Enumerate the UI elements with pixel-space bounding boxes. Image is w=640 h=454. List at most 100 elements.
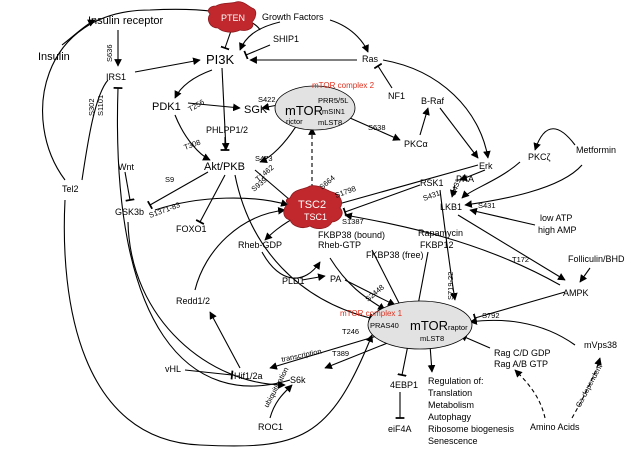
node-phlpp: PHLPP1/2 xyxy=(206,125,248,135)
edge-erk-tsc2 xyxy=(332,164,479,210)
edge-mtorc2-pkca xyxy=(349,117,401,141)
edge-roc1-s6k xyxy=(269,384,293,419)
mtorc2-msin1: mSIN1 xyxy=(322,107,345,116)
site-s1798: S1798 xyxy=(334,184,357,200)
node-rsk1: RSK1 xyxy=(420,178,444,188)
pten-blob xyxy=(208,1,257,33)
node-roc1: ROC1 xyxy=(258,422,283,432)
edge-akt-gsk3b xyxy=(147,171,209,210)
node-wnt: Wnt xyxy=(118,162,135,172)
site-t172: T172 xyxy=(512,255,529,264)
site-t308: T308 xyxy=(183,138,202,152)
node-low-atp: low ATP xyxy=(540,213,572,223)
mtorc1-ellipse xyxy=(367,300,473,350)
edge-mtorc1-s6k xyxy=(324,339,396,370)
edge-ras-erk xyxy=(382,59,491,159)
edge-lowatp-lkb1 xyxy=(469,207,536,226)
node-insulin-receptor: Insulin receptor xyxy=(88,15,164,27)
edge-gsk3b-tsc2 xyxy=(154,197,289,211)
mtorc2-ellipse xyxy=(274,85,356,131)
node-labels: Insulin Insulin receptor IRS1 PTEN Growt… xyxy=(38,12,625,434)
annotation-ca-dependent: Ca-dependent xyxy=(574,362,605,409)
node-rheb-gtp: Rheb-GTP xyxy=(318,240,361,250)
regulation-item: Metabolism xyxy=(428,400,474,410)
mtorc1-core: mTOR xyxy=(410,318,448,333)
node-tsc2: TSC2 xyxy=(298,199,326,211)
edge-pi3k-akt xyxy=(221,67,230,151)
edge-s6k-irs1 xyxy=(113,86,291,387)
mtorc1-mlst8: mLST8 xyxy=(420,334,444,343)
edge-pld1-pa xyxy=(301,273,326,281)
node-s6k: S6k xyxy=(290,375,306,385)
site-s1101: S1101 xyxy=(96,95,105,116)
edge-mtorc1-regulation xyxy=(427,344,436,373)
regulation-item: Ribosome biogenesis xyxy=(428,424,515,434)
mtorc2-labels: mTOR complex 2 mTOR PRR5/5L mSIN1 rictor… xyxy=(285,81,375,127)
edge-aa-mvps38 xyxy=(571,357,602,419)
edge-metformin-pkcz xyxy=(533,128,576,151)
edge-rsk1-raptor xyxy=(439,189,458,301)
site-s473: S473 xyxy=(255,154,273,163)
node-tel2: Tel2 xyxy=(62,184,79,194)
regulation-heading: Regulation of: xyxy=(428,376,484,386)
node-pten: PTEN xyxy=(221,13,245,23)
edge-metformin-lkb1 xyxy=(464,164,583,208)
node-fkbp38-bound: FKBP38 (bound) xyxy=(318,230,385,240)
edge-pkca-braf xyxy=(419,107,430,136)
mtorc1-title: mTOR complex 1 xyxy=(340,309,403,318)
edge-rheb-cycle xyxy=(261,251,321,279)
node-ras: Ras xyxy=(362,54,379,64)
tsc-blob xyxy=(283,185,343,230)
site-s9: S9 xyxy=(165,175,174,184)
node-fkbp12: FKBP12 xyxy=(420,240,454,250)
edge-erk-rsk1 xyxy=(459,169,486,182)
regulation-item: Senescence xyxy=(428,436,478,446)
node-redd: Redd1/2 xyxy=(176,296,210,306)
node-mvps38: mVps38 xyxy=(584,340,617,350)
node-rag-ab: Rag A/B GTP xyxy=(494,359,548,369)
node-pld1: PLD1 xyxy=(282,276,305,286)
edge-ampk-raptor xyxy=(472,291,566,323)
edge-akt-pras40 xyxy=(234,174,372,323)
edge-pdk1-sgk xyxy=(187,102,241,112)
node-ship1: SHIP1 xyxy=(273,34,299,44)
node-rheb-gdp: Rheb-GDP xyxy=(238,240,282,250)
edge-wnt-gsk3b xyxy=(124,171,135,202)
node-ampk: AMPK xyxy=(563,288,589,298)
site-s431c: S431 xyxy=(478,201,496,210)
edge-akt-tsc2 xyxy=(254,169,294,204)
mtorc2-prr5: PRR5/5L xyxy=(318,96,348,105)
regulation-list: Regulation of: Translation Metabolism Au… xyxy=(428,376,515,446)
edge-irs1-tel2 xyxy=(81,79,109,181)
edge-lkb1-ampk xyxy=(457,214,566,281)
mtorc2-rictor: rictor xyxy=(286,117,303,126)
node-gsk3b: GSK3b xyxy=(115,207,144,217)
edge-pi3k-pdk1 xyxy=(174,69,213,99)
node-pi3k: PI3K xyxy=(206,52,235,67)
node-pka: PKA xyxy=(456,174,474,184)
edge-ampk-tsc2 xyxy=(344,212,561,286)
mtorc1-pras40: PRAS40 xyxy=(370,321,399,330)
edge-nf1-ras xyxy=(373,62,393,89)
node-amino-acids: Amino Acids xyxy=(530,422,580,432)
edge-irs1-pi3k xyxy=(134,57,201,73)
edge-gsk3b-s6k xyxy=(127,221,286,389)
node-vhl: vHL xyxy=(165,364,181,374)
node-hif: Hif1/2a xyxy=(234,371,263,381)
edge-pa-mtorc1 xyxy=(344,279,396,306)
edge-pkcz-lkb1 xyxy=(461,161,521,199)
mtorc1-labels: mTOR complex 1 mTOR PRAS40 raptor mLST8 xyxy=(340,309,468,343)
edge-redd-tsc xyxy=(194,206,286,291)
node-tsc1: TSC1 xyxy=(304,212,327,222)
site-s719: S719-22 xyxy=(446,272,455,300)
node-metformin: Metformin xyxy=(576,145,616,155)
edge-gf-pi3k xyxy=(239,21,281,51)
mtorc1-raptor: raptor xyxy=(448,323,468,332)
node-pkca: PKCα xyxy=(404,139,428,149)
edge-rsk1-tsc2 xyxy=(342,184,421,217)
site-t389: T389 xyxy=(332,349,349,358)
site-s792: S792 xyxy=(482,311,500,320)
site-s1387: S1387 xyxy=(342,217,364,226)
site-s302: S302 xyxy=(87,98,96,116)
edge-folliculin-ampk xyxy=(579,267,591,283)
